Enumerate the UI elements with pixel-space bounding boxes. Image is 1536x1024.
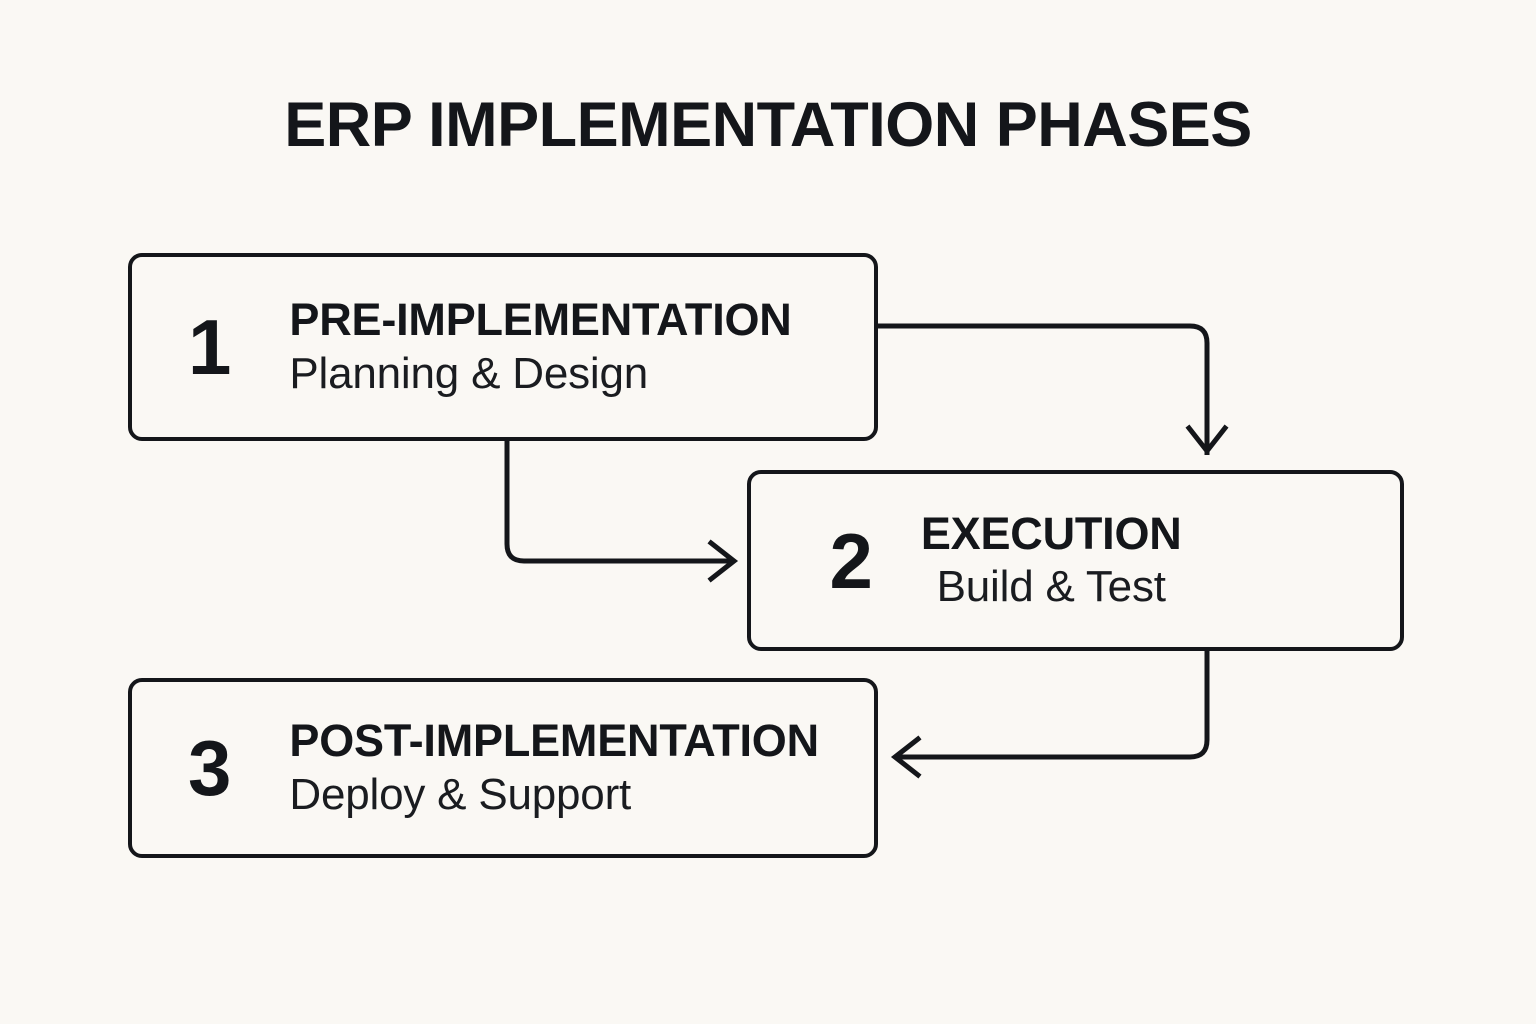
arrowhead-down-icon <box>1185 424 1229 456</box>
phase-number-2: 2 <box>829 516 873 605</box>
page-title: ERP IMPLEMENTATION PHASES <box>284 90 1252 160</box>
phase-text-group-2: EXECUTION Build & Test <box>920 507 1182 612</box>
connector-phase2-to-phase3-left <box>896 651 1210 760</box>
phase-number-1: 1 <box>188 303 232 391</box>
arrowhead-left-icon <box>890 735 922 779</box>
phase-subtitle-3: Deploy & Support <box>289 769 632 819</box>
phase-box-post-implementation[interactable]: 3 POST-IMPLEMENTATION Deploy & Support <box>128 678 878 858</box>
phase-heading-3: POST-IMPLEMENTATION <box>289 715 819 767</box>
phase-subtitle-1: Planning & Design <box>289 348 649 398</box>
phase-heading-2: EXECUTION <box>920 507 1182 559</box>
phase-text-group-1: PRE-IMPLEMENTATION Planning & Design <box>289 294 792 398</box>
phase-text-group-3: POST-IMPLEMENTATION Deploy & Support <box>289 715 819 819</box>
phase-box-execution[interactable]: 2 EXECUTION Build & Test <box>747 470 1404 651</box>
phase-box-pre-implementation[interactable]: 1 PRE-IMPLEMENTATION Planning & Design <box>128 253 878 441</box>
phase-number-3: 3 <box>188 724 232 812</box>
phase-subtitle-2: Build & Test <box>936 562 1166 612</box>
connector-phase1-to-phase2-right <box>504 441 733 564</box>
connector-phase1-to-phase2-down <box>877 323 1210 455</box>
phase-heading-1: PRE-IMPLEMENTATION <box>289 294 792 346</box>
arrowhead-right-icon <box>707 539 739 583</box>
